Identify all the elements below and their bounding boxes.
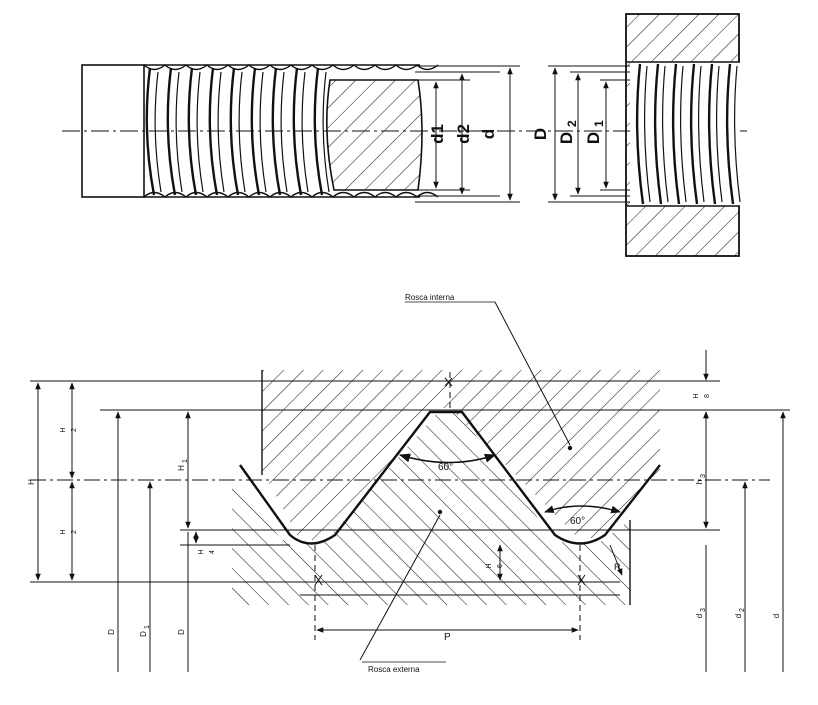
- label-H4-num: H: [198, 549, 205, 554]
- bolt-thread-root: [259, 71, 267, 193]
- label-H6-num: H: [486, 563, 493, 568]
- bolt-thread-root: [238, 71, 246, 193]
- angle-arc-bottom: [544, 505, 621, 514]
- label-radius: R: [614, 562, 621, 572]
- label-H: H: [27, 479, 36, 485]
- label-internal-thread: Rosca interna: [405, 293, 455, 302]
- bolt-thread-root: [280, 71, 288, 193]
- label-D: D: [531, 128, 550, 140]
- leader-external: [359, 514, 441, 661]
- bolt-thread-root: [175, 71, 183, 193]
- bolt-thread-root: [301, 71, 309, 193]
- label-angle-top: 60°: [438, 462, 453, 473]
- nut-thread-root: [644, 65, 651, 203]
- label-right-d2: d: [734, 614, 743, 618]
- bolt-thread-root: [196, 71, 204, 193]
- label-H2-bottom-den: 2: [71, 530, 78, 534]
- label-D2: D: [557, 132, 576, 144]
- nut-thread-crest: [707, 63, 717, 205]
- bolt-thread-crest: [166, 67, 177, 196]
- thread-profile: [30, 301, 790, 672]
- label-H1-sub: 1: [182, 459, 189, 463]
- label-pitch: P: [444, 632, 451, 643]
- label-D1-sub: 1: [592, 120, 606, 127]
- external-thread-area: [232, 412, 630, 605]
- bolt-thread-crest: [313, 67, 324, 196]
- nut-thread-crest: [671, 63, 681, 205]
- construction-lines: [314, 372, 581, 640]
- label-d: d: [479, 129, 498, 139]
- nut-thread-root: [698, 65, 705, 203]
- label-left-D: D: [107, 629, 116, 635]
- nut-thread-root: [734, 65, 741, 203]
- label-H6-den: 6: [497, 564, 504, 568]
- nut-threads: [635, 63, 741, 205]
- bolt-thread-root: [217, 71, 225, 193]
- bolt-dimensions: [415, 65, 520, 203]
- reference-lines: [30, 380, 790, 596]
- label-right-d3: d: [695, 614, 704, 618]
- label-H4-den: 4: [209, 550, 216, 554]
- label-right-d: d: [772, 614, 781, 618]
- label-d1: d1: [428, 124, 447, 144]
- leader-internal: [494, 301, 571, 446]
- bolt-crest-outline: [143, 191, 439, 198]
- label-right-d2-sub: 2: [739, 608, 746, 612]
- label-h3-sub: 3: [700, 474, 707, 478]
- top-labels: d1 d2 d D D 2 D 1: [428, 120, 606, 144]
- label-right-d3-sub: 3: [700, 608, 707, 612]
- label-H8-num: H: [693, 393, 700, 398]
- nut-thread-crest: [689, 63, 699, 205]
- label-H2-top-den: 2: [71, 428, 78, 432]
- label-H8-den: 8: [704, 394, 711, 398]
- angle-arc-top: [398, 453, 497, 464]
- profile-labels: Rosca interna Rosca externa 60° 60° P R …: [27, 293, 781, 674]
- label-H2-top-num: H: [60, 427, 67, 432]
- left-dimensions: [35, 382, 199, 672]
- label-h3: h: [695, 480, 704, 484]
- label-H2-bottom-num: H: [60, 529, 67, 534]
- internal-thread-area: [262, 370, 660, 540]
- bolt-section: [326, 79, 423, 191]
- bolt-thread-root: [322, 71, 330, 193]
- bolt-crest-outline: [143, 64, 439, 71]
- label-left-D2: D: [177, 629, 186, 635]
- bolt-thread-crest: [145, 67, 156, 196]
- label-D1: D: [584, 132, 603, 144]
- nut-thread-root: [662, 65, 669, 203]
- label-d2: d2: [454, 124, 473, 144]
- nut-thread-crest: [635, 63, 645, 205]
- label-angle-bottom: 60°: [570, 516, 585, 527]
- label-external-thread: Rosca externa: [368, 665, 420, 674]
- top-thread-views: [62, 13, 748, 257]
- label-left-D1-sub: 1: [144, 625, 151, 629]
- nut-thread-crest: [653, 63, 663, 205]
- nut-thread-root: [680, 65, 687, 203]
- label-H1: H: [177, 465, 186, 471]
- nut-bore: [630, 62, 740, 206]
- nut-thread-crest: [725, 63, 735, 205]
- nut-thread-root: [716, 65, 723, 203]
- nut-dimensions: [548, 65, 630, 203]
- label-left-D1: D: [139, 631, 148, 637]
- label-D2-sub: 2: [565, 120, 579, 127]
- right-dimensions: [497, 350, 786, 672]
- thread-profile-line: [239, 410, 661, 545]
- bolt-thread-root: [154, 71, 162, 193]
